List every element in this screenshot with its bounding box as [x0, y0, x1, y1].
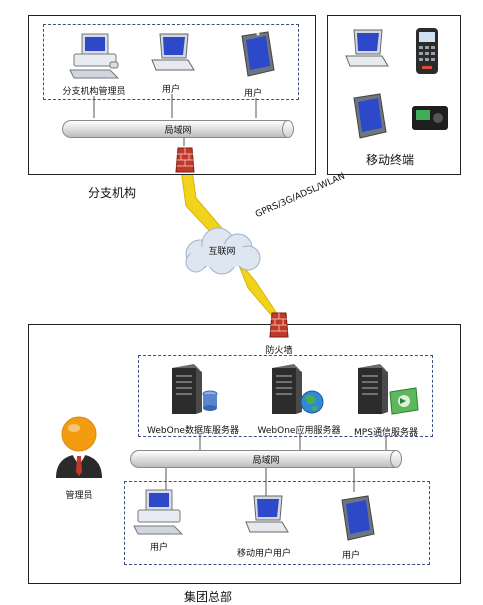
hq-title: 集团总部 — [184, 590, 233, 604]
laptop-icon — [345, 29, 389, 67]
database-server-icon — [172, 364, 218, 414]
db-server-label: WebOne数据库服务器 — [147, 426, 239, 436]
hq-user1-label: 用户 — [149, 543, 168, 553]
hq-firewall-icon — [269, 312, 289, 338]
hq-lan-bus: 局域网 — [130, 450, 402, 468]
mps-server-label: MPS通信服务器 — [354, 428, 418, 438]
hq-user2-label: 用户 — [341, 551, 360, 561]
laptop-icon — [151, 33, 195, 71]
desktop-computer-icon — [133, 489, 184, 535]
branch-device-group — [43, 24, 299, 100]
branch-user2-label: 用户 — [243, 89, 262, 99]
bus-cap — [282, 120, 294, 138]
mobile-title: 移动终端 — [366, 153, 415, 167]
bus-cap — [390, 450, 402, 468]
administrator-person-icon — [56, 416, 102, 478]
laptop-icon — [245, 495, 289, 533]
firewall-label: 防火墙 — [265, 346, 293, 356]
tablet-icon — [341, 495, 375, 541]
mobile-user-label: 移动用户用户 — [236, 549, 291, 559]
app-server-label: WebOne应用服务器 — [257, 426, 341, 436]
branch-user1-label: 用户 — [161, 85, 180, 95]
tablet-icon — [241, 31, 275, 77]
branch-title: 分支机构 — [88, 186, 137, 200]
pos-terminal-icon — [416, 28, 438, 74]
internet-label: 互联网 — [208, 247, 236, 257]
admin-label: 管理员 — [65, 491, 93, 501]
branch-firewall-icon — [175, 147, 195, 173]
fingerprint-scanner-icon — [412, 106, 448, 130]
hq-user-group — [124, 481, 430, 565]
branch-lan-label: 局域网 — [164, 126, 192, 136]
desktop-computer-icon — [69, 33, 120, 79]
mobile-terminal-box — [327, 15, 461, 175]
branch-lan-bus: 局域网 — [62, 120, 294, 138]
server-group — [138, 355, 433, 437]
tablet-icon — [353, 93, 387, 139]
branch-admin-label: 分支机构管理员 — [62, 87, 126, 97]
application-server-icon — [272, 364, 324, 414]
internet-cloud-icon — [185, 227, 261, 275]
mps-server-icon — [358, 364, 419, 415]
hq-lan-label: 局域网 — [252, 456, 280, 466]
branch-lan-drops — [93, 94, 257, 146]
